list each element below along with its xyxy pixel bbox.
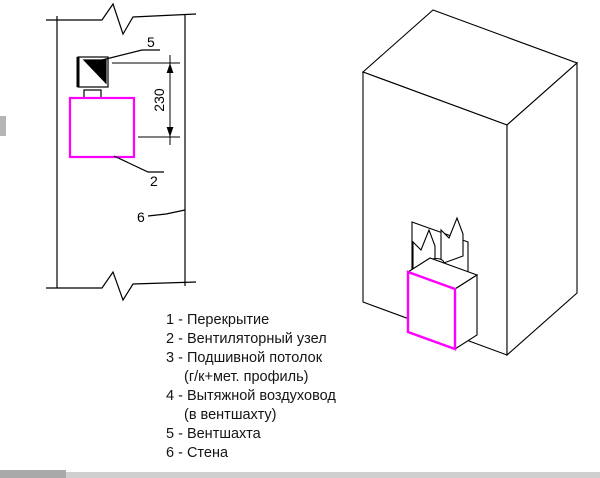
callout-unit-label: 2 bbox=[150, 173, 158, 189]
legend-item-1: 1 - Перекрытие bbox=[166, 312, 270, 328]
callout-shaft-label: 5 bbox=[147, 34, 155, 50]
scan-artifact-left bbox=[0, 116, 6, 136]
vent-unit-2d bbox=[68, 96, 136, 159]
dimension-label: 230 bbox=[151, 88, 167, 112]
legend-item-6: 6 - Стена bbox=[166, 445, 229, 461]
legend-item-5: 5 - Вентшахта bbox=[166, 426, 261, 442]
vent-shaft-symbol bbox=[76, 56, 109, 88]
callout-shaft: 5 bbox=[101, 34, 160, 61]
scan-artifact-bottom bbox=[0, 472, 600, 478]
isometric-view bbox=[361, 9, 579, 357]
callout-wall-label: 6 bbox=[137, 209, 145, 225]
iso-vent-unit bbox=[406, 257, 479, 351]
legend-item-3-cont: (г/к+мет. профиль) bbox=[184, 369, 309, 385]
section-view: 230 5 2 6 bbox=[46, 2, 197, 302]
callout-wall: 6 bbox=[137, 209, 186, 225]
legend: 1 - Перекрытие 2 - Вентиляторный узел 3 … bbox=[166, 311, 406, 463]
legend-item-4-cont: (в вентшахту) bbox=[184, 407, 277, 423]
legend-item-4: 4 - Вытяжной воздуховод bbox=[166, 388, 336, 404]
duct-stub bbox=[83, 89, 102, 99]
iso-duct-break-right bbox=[440, 216, 464, 265]
break-line-bottom bbox=[46, 270, 197, 302]
break-line-top bbox=[46, 2, 197, 36]
iso-wall-right-face bbox=[506, 61, 578, 357]
callout-unit: 2 bbox=[113, 155, 164, 189]
dimension-arrow-down bbox=[166, 127, 174, 137]
scan-artifact-bottom-left bbox=[0, 470, 66, 478]
iso-unit-front-face bbox=[406, 270, 457, 351]
legend-item-3: 3 - Подшивной потолок bbox=[166, 350, 323, 366]
dimension-arrow-up bbox=[166, 63, 174, 73]
dimension-230: 230 bbox=[112, 55, 180, 145]
legend-item-2: 2 - Вентиляторный узел bbox=[166, 331, 327, 347]
iso-wall-slab bbox=[361, 9, 579, 357]
